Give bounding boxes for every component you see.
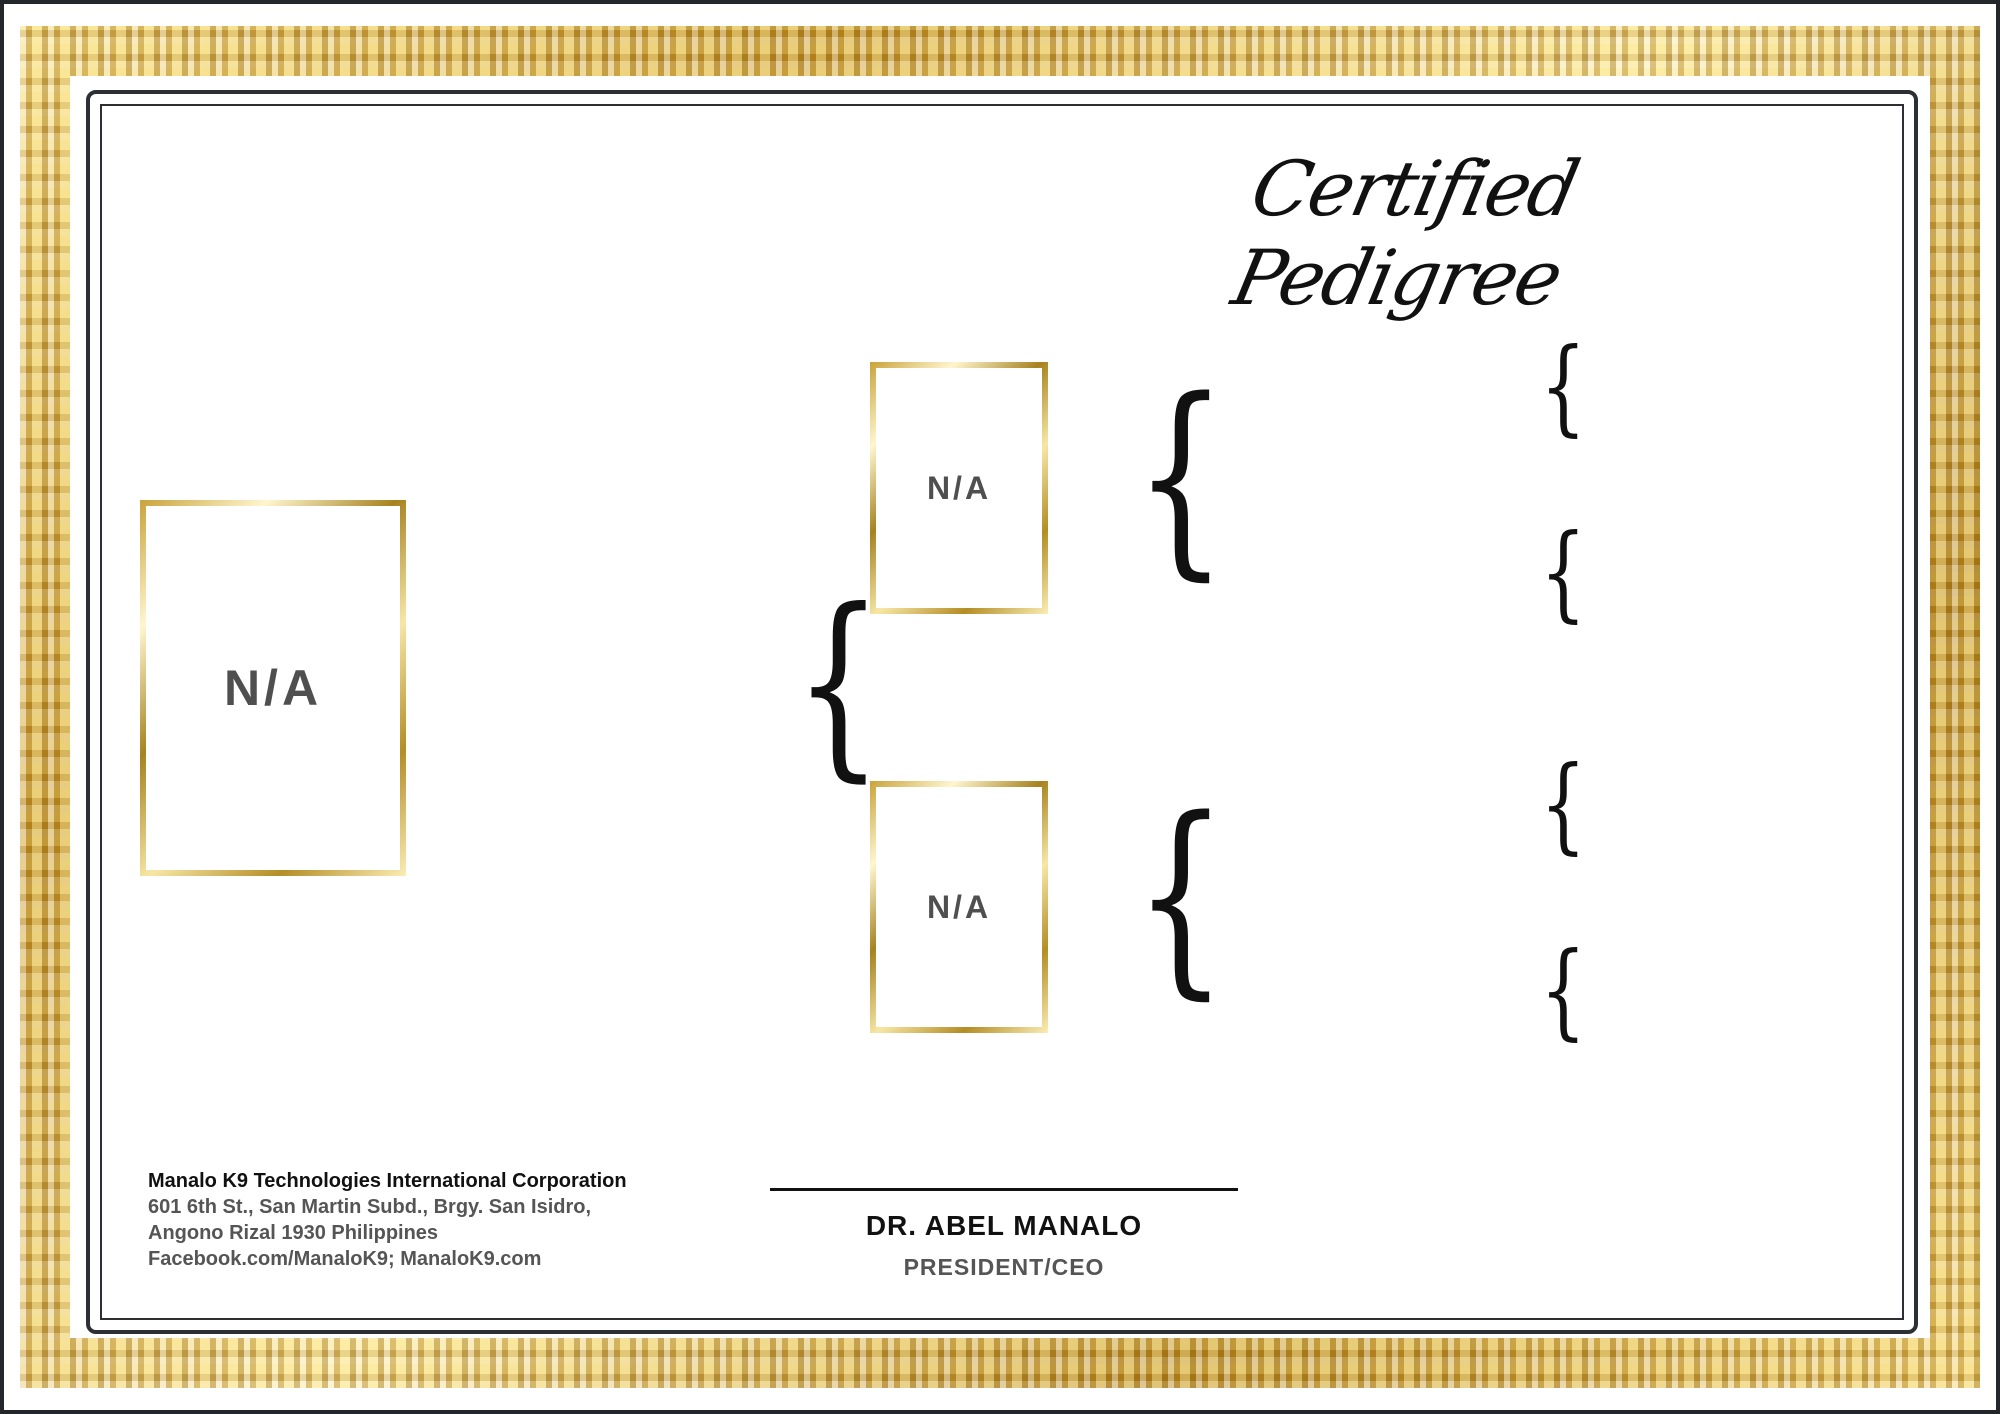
main-dog-photo-placeholder: N/A xyxy=(140,500,406,876)
parents-brace: { xyxy=(794,567,884,800)
great-grandparents-brace-2: { xyxy=(1540,511,1587,633)
dam-photo-label: N/A xyxy=(926,888,992,925)
signatory-name: DR. ABEL MANALO xyxy=(865,1210,1143,1241)
sire-parents-brace: { xyxy=(1134,354,1228,599)
main-photo-label: N/A xyxy=(223,660,323,716)
signature-line xyxy=(770,1188,1238,1191)
great-grandparents-brace-4: { xyxy=(1540,929,1587,1051)
great-grandparents-brace-3: { xyxy=(1540,743,1587,865)
company-address-line1: 601 6th St., San Martin Subd., Brgy. San… xyxy=(148,1196,592,1218)
company-address-line2: Angono Rizal 1930 Philippines xyxy=(148,1222,439,1244)
sire-photo-placeholder: N/A xyxy=(870,362,1048,614)
sire-photo-label: N/A xyxy=(926,469,992,506)
signatory-title: PRESIDENT/CEO xyxy=(903,1254,1105,1280)
dam-parents-brace: { xyxy=(1134,773,1228,1018)
company-contact: Facebook.com/ManaloK9; ManaloK9.com xyxy=(148,1248,542,1270)
certificate-sheet: Certified Pedigree N/A { N/A N/A { { { {… xyxy=(4,4,1996,1410)
dam-photo-placeholder: N/A xyxy=(870,781,1048,1033)
certificate-title: Certified Pedigree xyxy=(1225,144,1586,322)
great-grandparents-brace-1: { xyxy=(1540,325,1587,447)
company-info: Manalo K9 Technologies International Cor… xyxy=(148,1168,748,1272)
inner-frame xyxy=(86,90,1918,1334)
company-name: Manalo K9 Technologies International Cor… xyxy=(148,1170,627,1192)
inner-frame-line xyxy=(100,104,1904,1320)
